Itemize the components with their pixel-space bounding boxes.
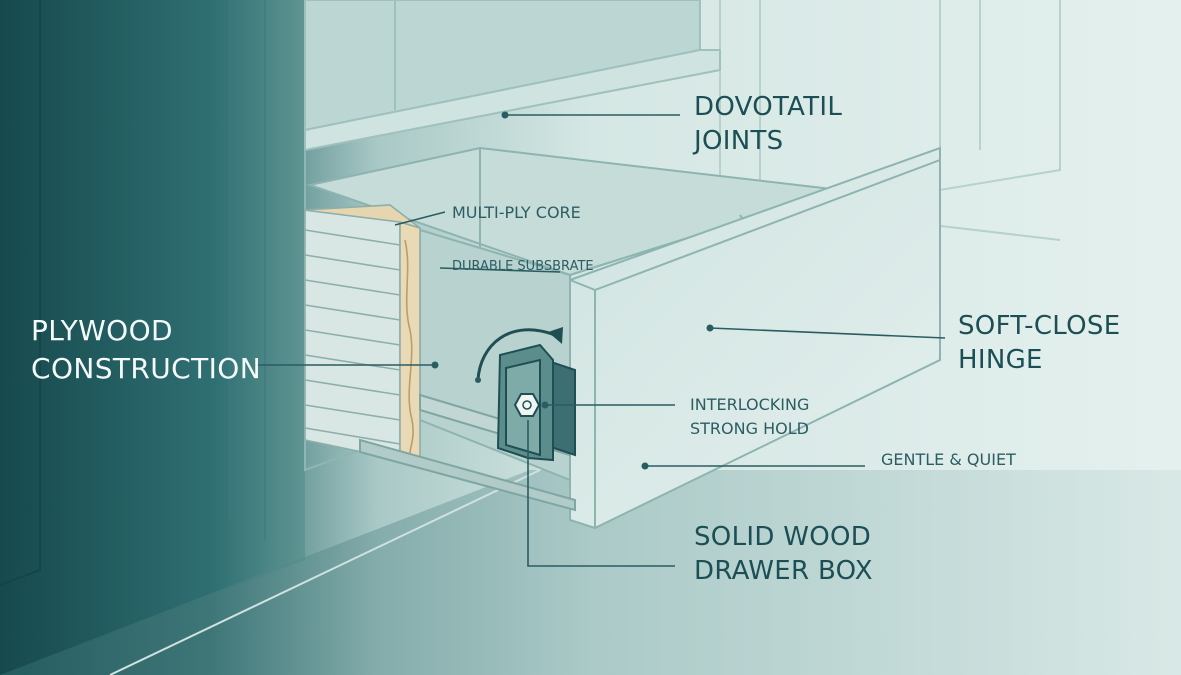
hinge-mechanism xyxy=(496,343,576,462)
leader-durable xyxy=(439,267,561,273)
upper-shelf xyxy=(304,0,721,152)
label-soft-close-hinge: SOFT-CLOSE HINGE xyxy=(958,311,1121,375)
label-multi-ply-core: MULTI-PLY CORE xyxy=(452,203,581,222)
label-dovotatil-joints: DOVOTATIL JOINTS xyxy=(694,92,843,156)
leader-lines xyxy=(255,114,946,567)
label-durable-subsbrate: DURABLE SUBSBRATE xyxy=(452,259,594,274)
label-gentle-quiet: GENTLE & QUIET xyxy=(881,450,1016,469)
floor xyxy=(0,470,1181,675)
hex-nut-icon xyxy=(513,393,541,417)
leader-multi-ply xyxy=(394,211,446,226)
drawer-front xyxy=(569,146,941,530)
leader-dots xyxy=(431,111,714,470)
rotation-arrow-icon xyxy=(476,328,556,381)
label-plywood-construction: PLYWOOD CONSTRUCTION xyxy=(31,314,262,385)
leader-solid-wood xyxy=(527,420,675,567)
plywood-stack xyxy=(303,204,421,461)
label-solid-wood-drawer-box: SOLID WOOD DRAWER BOX xyxy=(694,522,873,586)
cabinet-side xyxy=(0,0,305,675)
label-interlocking-strong-hold: INTERLOCKING STRONG HOLD xyxy=(690,395,810,438)
leader-soft-close xyxy=(709,327,946,339)
